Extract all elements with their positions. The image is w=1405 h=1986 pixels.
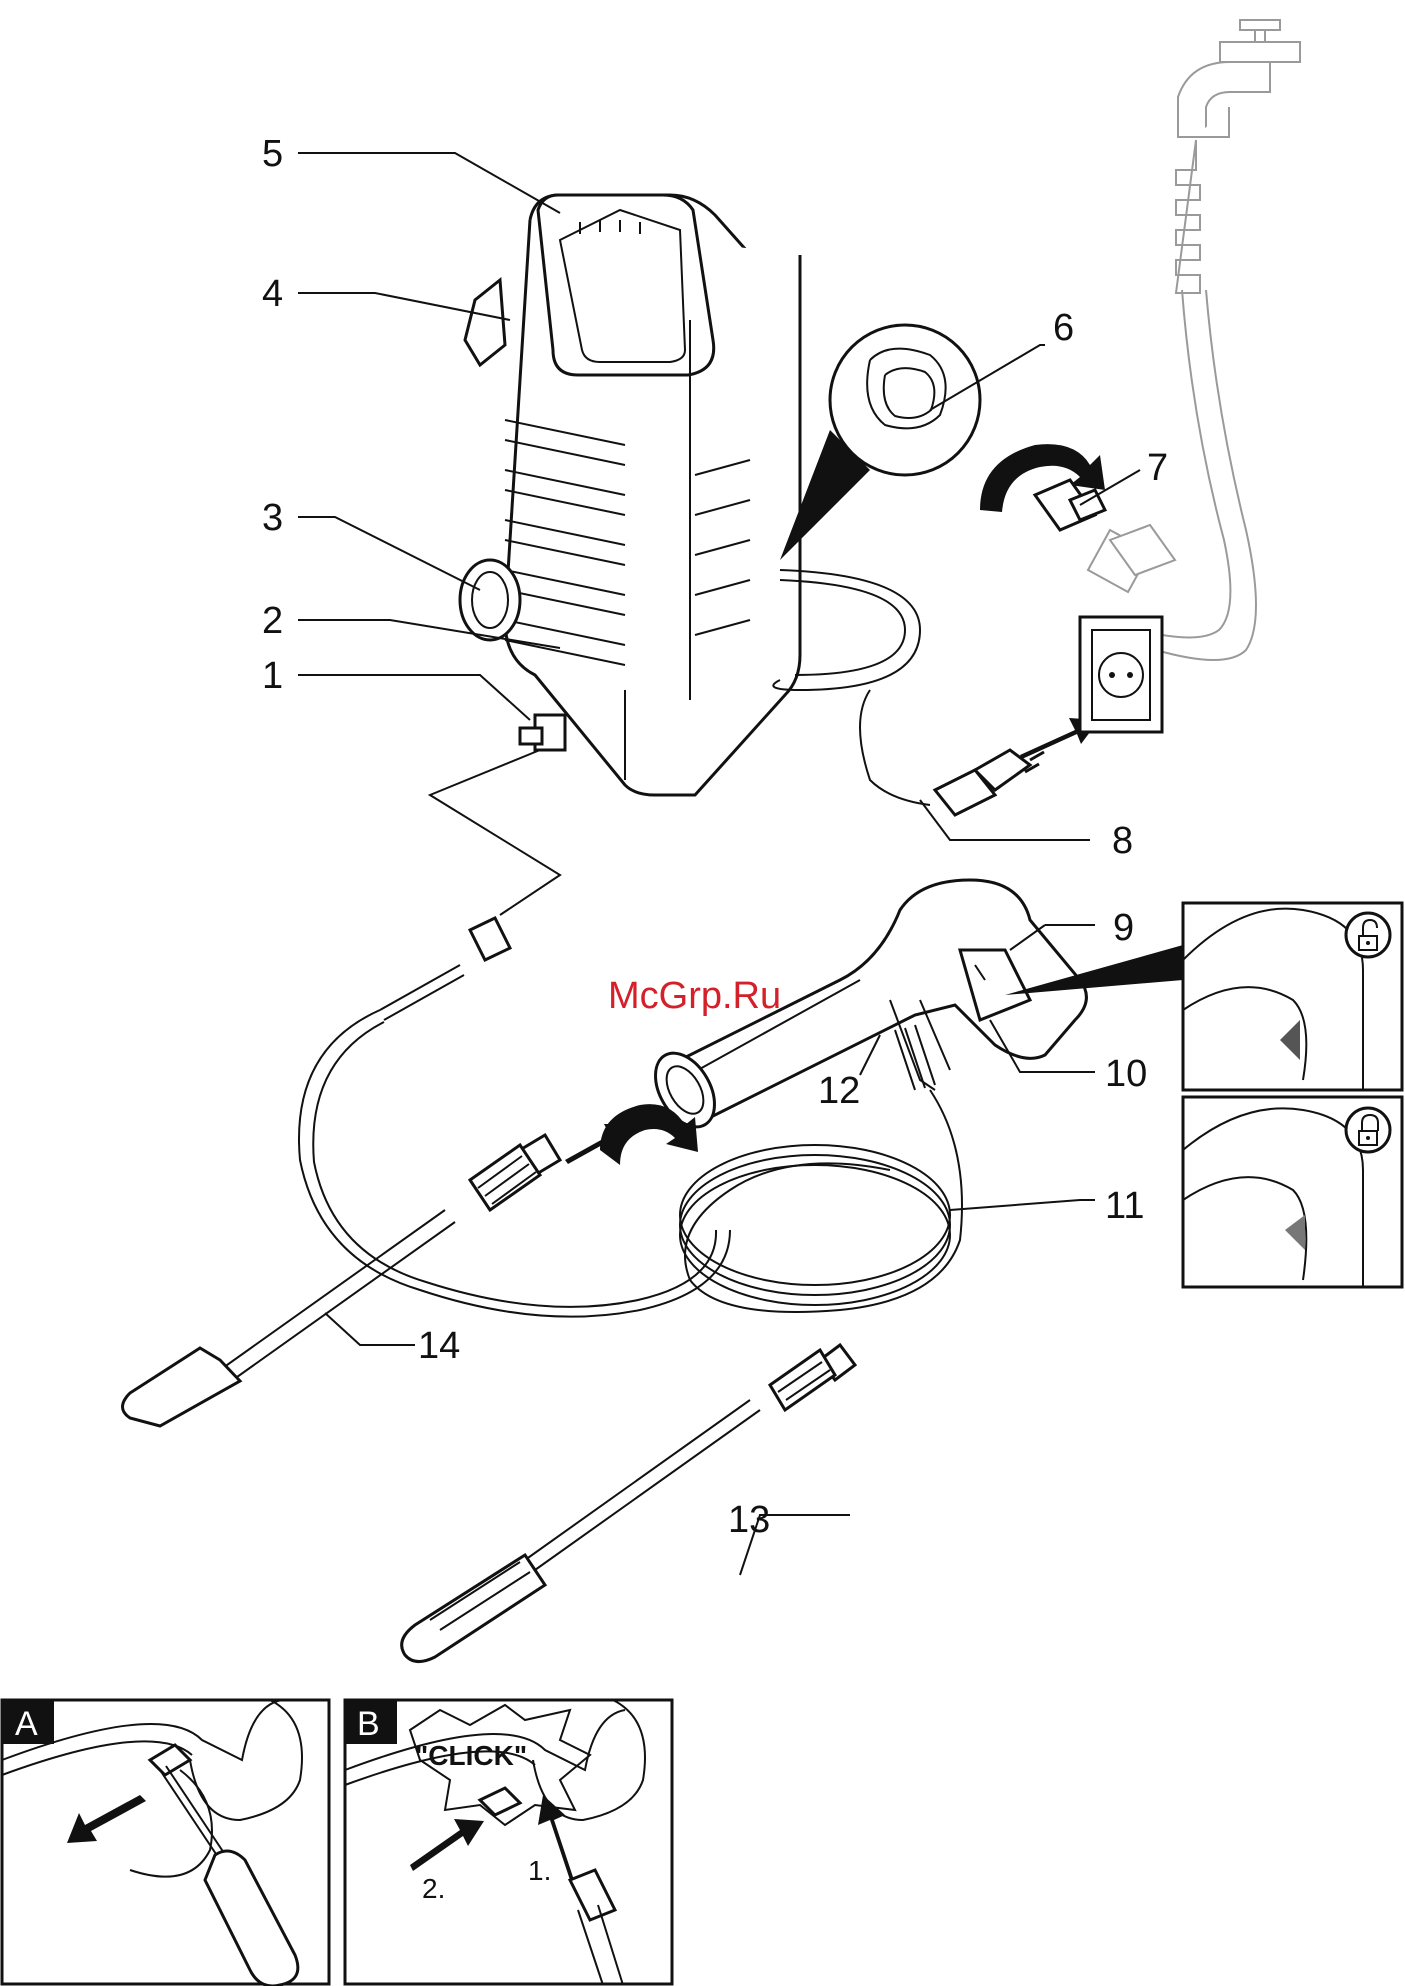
step-2-label: 2. — [422, 1873, 445, 1904]
callout-13: 13 — [728, 1499, 770, 1541]
callout-6: 6 — [1053, 307, 1074, 349]
callout-3: 3 — [262, 497, 283, 539]
watermark: McGrp.Ru — [608, 975, 781, 1017]
power-socket-icon — [1080, 617, 1162, 732]
callout-4: 4 — [262, 273, 283, 315]
spray-lance-rotary — [123, 1135, 561, 1426]
lock-detail-panel — [1183, 1097, 1402, 1287]
plug-icon — [935, 750, 1044, 815]
callout-2: 2 — [262, 600, 283, 642]
panel-b-letter: B — [357, 1705, 380, 1743]
callout-9: 9 — [1113, 907, 1134, 949]
washer-body — [460, 195, 800, 795]
callout-11: 11 — [1105, 1185, 1144, 1227]
spray-lance-standard — [402, 1345, 855, 1662]
click-label: "CLICK" — [415, 1740, 527, 1771]
callout-8: 8 — [1112, 820, 1133, 862]
callout-1: 1 — [262, 655, 283, 697]
high-pressure-hose — [299, 750, 730, 1317]
callout-5: 5 — [262, 133, 283, 175]
garden-hose — [1088, 140, 1256, 660]
tap-icon — [1178, 20, 1300, 137]
callout-10: 10 — [1105, 1053, 1147, 1095]
callout-12: 12 — [818, 1070, 860, 1112]
hose-coil — [680, 1090, 962, 1312]
panel-a-letter: A — [15, 1705, 38, 1743]
inlet-detail — [780, 325, 980, 560]
callout-7: 7 — [1147, 447, 1168, 489]
callout-14: 14 — [418, 1325, 460, 1367]
step-1-label: 1. — [528, 1855, 551, 1886]
